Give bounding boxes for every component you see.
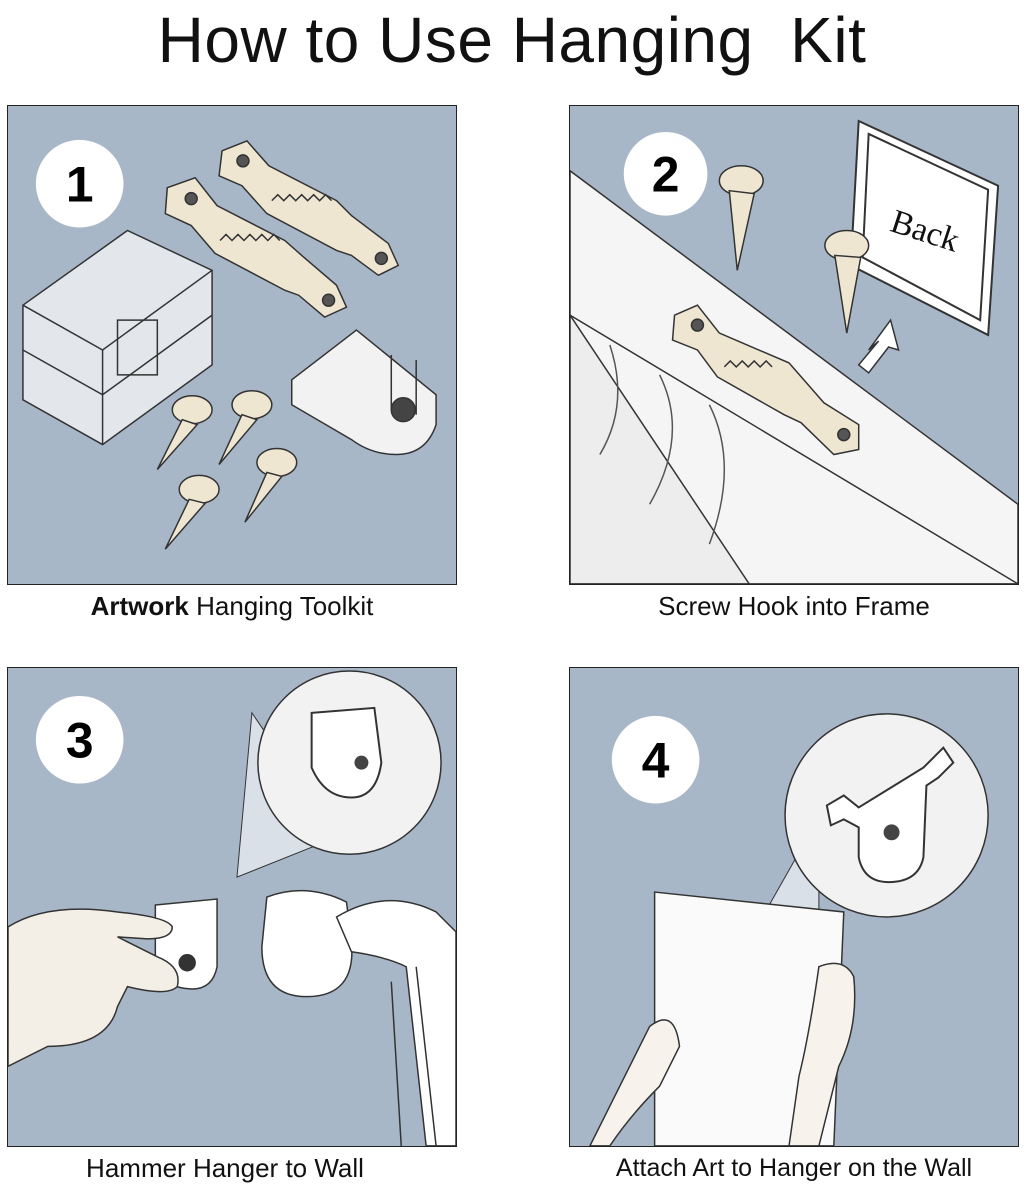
step-1-illustration: 1 xyxy=(22,139,437,550)
hand-icon xyxy=(8,908,179,1068)
step-1-badge: 1 xyxy=(35,139,124,228)
arrow-icon xyxy=(857,318,900,374)
step-3-caption: Hammer Hanger to Wall xyxy=(86,1153,364,1183)
screw-icon xyxy=(156,395,213,470)
step-3-panel: 3 xyxy=(7,667,457,1147)
sawtooth-hanger-icon xyxy=(164,176,348,318)
zoom-bubble xyxy=(784,713,989,918)
zoom-bubble xyxy=(257,670,442,855)
screw-icon xyxy=(244,447,298,523)
step-3-badge: 3 xyxy=(35,695,124,784)
step-3-number: 3 xyxy=(66,713,94,769)
frame-icon: Back xyxy=(849,119,1000,337)
step-4-caption: Attach Art to Hanger on the Wall xyxy=(615,1154,973,1182)
step-1-panel: 1 xyxy=(7,105,457,585)
step-1-number: 1 xyxy=(66,157,94,213)
screw-icon xyxy=(164,474,220,550)
step-4-number: 4 xyxy=(642,733,670,789)
step-4-illustration: 4 xyxy=(589,713,989,1146)
step-1-caption: Artwork Hanging Toolkit xyxy=(7,589,457,623)
step-2-illustration: Back 2 xyxy=(570,119,1018,584)
screw-icon xyxy=(218,390,273,465)
sawtooth-hanger-icon xyxy=(218,140,400,277)
step-4-badge: 4 xyxy=(611,715,700,804)
step-2-panel: Back 2 xyxy=(569,105,1019,585)
hammer-icon xyxy=(261,889,456,1146)
step-4-panel: 4 xyxy=(569,667,1019,1147)
box-icon xyxy=(22,229,213,446)
step-3-illustration: 3 xyxy=(8,670,456,1146)
screw-icon xyxy=(824,229,870,334)
step-2-caption: Screw Hook into Frame xyxy=(658,591,930,621)
page-title: How to Use Hanging Kit xyxy=(157,4,867,76)
step-1-caption-text: Hanging Toolkit xyxy=(188,591,374,621)
sawtooth-hanger-icon xyxy=(671,304,860,456)
step-2-badge: 2 xyxy=(623,131,708,216)
step-2-number: 2 xyxy=(652,147,680,203)
step-1-caption-bold: Artwork xyxy=(90,591,189,621)
nail-hanger-icon xyxy=(290,329,437,456)
screw-icon xyxy=(718,165,764,271)
hand-icon xyxy=(589,962,856,1146)
